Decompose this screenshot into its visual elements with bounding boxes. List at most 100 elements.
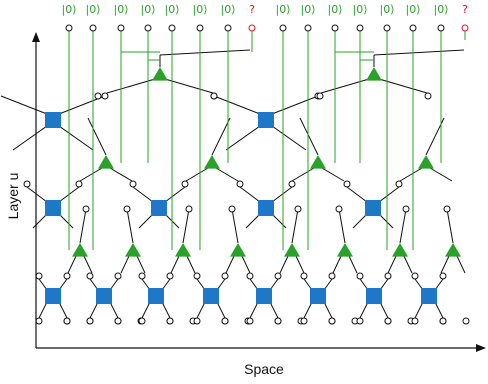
ket-zero-label: |0⟩ — [193, 3, 208, 16]
site-circle — [424, 92, 432, 100]
disentangler-square — [45, 112, 61, 128]
ket-zero-label: |0⟩ — [328, 3, 343, 16]
network-edge — [79, 167, 103, 182]
disentangler-square — [45, 288, 61, 304]
network-edge — [58, 125, 94, 151]
network-edge — [295, 255, 305, 274]
site-circle — [114, 272, 122, 280]
network-edge — [38, 301, 48, 319]
network-edge — [291, 208, 299, 244]
disentangler-square — [258, 200, 274, 216]
site-circle — [221, 272, 229, 280]
network-edge — [0, 95, 48, 115]
isometry-triangle — [125, 243, 141, 257]
network-edge — [249, 301, 259, 319]
network-edge — [170, 255, 180, 274]
disentangler-square — [421, 288, 437, 304]
network-edge — [67, 255, 77, 274]
site-circle — [274, 317, 282, 325]
network-edge — [231, 208, 239, 244]
network-edge — [106, 78, 156, 94]
ket-circle — [196, 24, 204, 32]
network-edge — [182, 208, 190, 244]
network-edge — [83, 255, 93, 274]
ket-circle — [409, 24, 417, 32]
ket-zero-label: |0⟩ — [221, 3, 236, 16]
site-circle — [35, 272, 43, 280]
site-circle — [246, 272, 254, 280]
site-circle — [35, 317, 43, 325]
ket-zero-label: |0⟩ — [434, 3, 449, 16]
site-circle — [384, 317, 392, 325]
ket-zero-label: |0⟩ — [86, 3, 101, 16]
site-circle — [94, 92, 102, 100]
network-edge — [456, 255, 466, 274]
site-circle — [166, 317, 174, 325]
blue-squares — [45, 112, 437, 304]
isometry-triangle — [152, 67, 168, 81]
site-circle — [63, 317, 71, 325]
network-edge — [109, 301, 119, 319]
network-edge — [87, 117, 107, 156]
ket-zero-label: |0⟩ — [380, 3, 395, 16]
ket-circle — [168, 24, 176, 32]
site-circle — [138, 317, 146, 325]
disentangler-square — [366, 288, 382, 304]
y-axis-label: Layer u — [5, 173, 21, 220]
site-circle — [462, 317, 470, 325]
isometry-triangle — [366, 67, 382, 81]
isometry-triangle — [392, 243, 408, 257]
network-edge — [352, 213, 368, 229]
network-edge — [271, 186, 293, 203]
query-circle — [248, 24, 256, 32]
ket-circle — [356, 24, 364, 32]
network-edge — [348, 255, 358, 274]
x-axis-label: Space — [244, 361, 284, 377]
network-edge — [216, 301, 226, 319]
site-circle — [228, 205, 236, 213]
network-edge — [138, 213, 154, 229]
network-edge — [185, 167, 209, 182]
black-edges — [0, 49, 466, 319]
network-edge — [109, 167, 133, 182]
site-circle — [328, 272, 336, 280]
site-circle — [356, 272, 364, 280]
site-circle — [114, 317, 122, 325]
network-edge — [89, 301, 99, 319]
isometry-triangle — [284, 243, 300, 257]
network-edge — [136, 255, 146, 274]
isometry-triangle — [418, 155, 434, 169]
ket-circle — [383, 24, 391, 32]
network-edge — [239, 186, 261, 203]
site-circle — [328, 317, 336, 325]
site-circle — [343, 180, 351, 188]
network-edge — [387, 255, 397, 274]
open-circles — [23, 92, 470, 325]
site-circle — [288, 180, 296, 188]
query-label: ? — [249, 3, 255, 16]
network-edge — [373, 49, 465, 56]
network-edge — [378, 78, 428, 94]
site-circle — [439, 272, 447, 280]
ket-circle — [279, 24, 287, 32]
network-edge — [213, 95, 261, 115]
ket-zero-label: |0⟩ — [165, 3, 180, 16]
disentangler-square — [151, 200, 167, 216]
site-circle — [86, 317, 94, 325]
isometry-triangle — [175, 243, 191, 257]
site-circle — [63, 272, 71, 280]
network-edge — [271, 125, 307, 151]
network-edge — [126, 208, 134, 244]
network-edge — [414, 301, 424, 319]
ket-zero-label: |0⟩ — [301, 3, 316, 16]
network-edge — [58, 301, 68, 319]
network-edge — [161, 301, 171, 319]
site-circle — [236, 180, 244, 188]
y-axis-arrow — [32, 32, 40, 42]
network-edge — [378, 186, 400, 203]
disentangler-square — [96, 288, 112, 304]
top-labels: |0⟩|0⟩|0⟩|0⟩|0⟩|0⟩|0⟩?|0⟩|0⟩|0⟩|0⟩|0⟩|0⟩… — [62, 3, 469, 32]
isometry-triangle — [204, 155, 220, 169]
disentangler-square — [203, 288, 219, 304]
